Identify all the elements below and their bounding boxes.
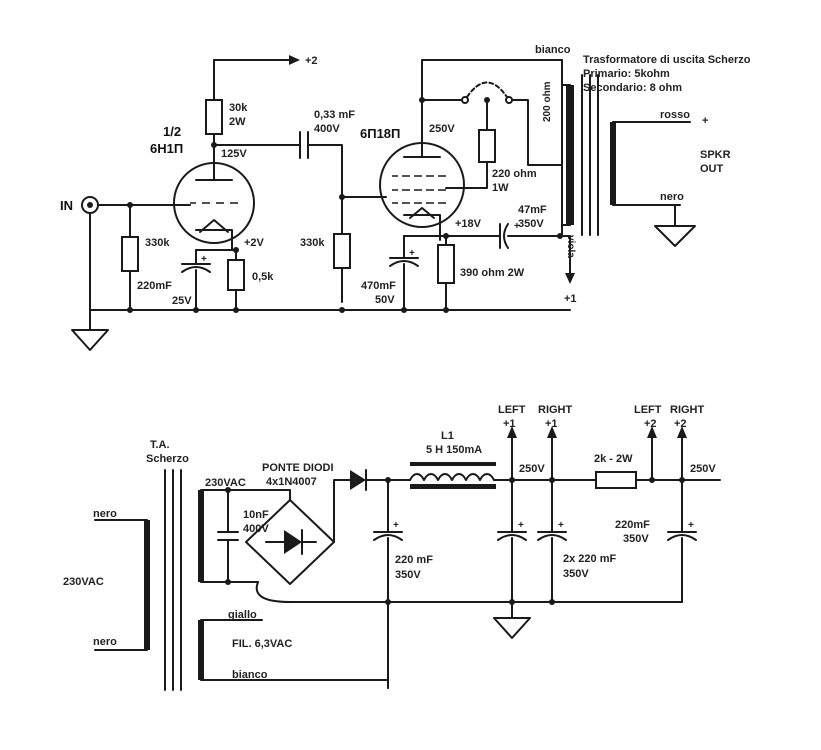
v-250-a: 250V: [519, 463, 545, 475]
left-plus1-2: +1: [503, 418, 516, 430]
input-label: IN: [60, 198, 73, 213]
rosso-label: rosso: [660, 109, 690, 121]
power-supply-stage: T.A. Scherzo nero 230VAC nero 230VAC 10n…: [63, 404, 721, 691]
c-res2-voltage: 350V: [563, 568, 589, 580]
c-cathode2-plus: +: [409, 248, 415, 259]
dropping-resistor-2k: [595, 471, 637, 489]
c-res1-plus: +: [393, 520, 399, 531]
c-cathode2-voltage: 50V: [375, 294, 395, 306]
ground-symbol-2: [654, 225, 696, 247]
tube2-plate-voltage: 250V: [429, 123, 455, 135]
spkr-plus: +: [702, 115, 708, 127]
primary-230vac: 230VAC: [63, 576, 104, 588]
right-plus2-1: RIGHT: [670, 404, 705, 416]
nero-out-label: nero: [660, 191, 684, 203]
ta-label-2: Scherzo: [146, 453, 189, 465]
giallo-label: giallo: [228, 609, 257, 621]
c-out-value: 47mF: [518, 204, 547, 216]
grid-resistor-330k-2: [333, 233, 351, 269]
plus1-bottom-label: +1: [564, 293, 577, 305]
right-plus1-1: RIGHT: [538, 404, 573, 416]
c-out-voltage: 350V: [518, 218, 544, 230]
ot-200ohm-label: 200 ohm: [542, 81, 553, 122]
c-res3-voltage: 350V: [623, 533, 649, 545]
cathode-resistor-0-5k: [227, 259, 245, 291]
coupling-cap-voltage: 400V: [314, 123, 340, 135]
left-plus2-2: +2: [644, 418, 657, 430]
r-grid1-label: 330k: [145, 237, 170, 249]
c-cathode1-plus: +: [201, 254, 207, 265]
r-grid2-label: 330k: [300, 237, 325, 249]
c-res1-voltage: 350V: [395, 569, 421, 581]
tube2-name: 6П18П: [360, 126, 400, 141]
left-plus2-1: LEFT: [634, 404, 662, 416]
bridge-label-1: PONTE DIODI: [262, 462, 334, 474]
plus2-top-label: +2: [305, 55, 318, 67]
ot-secondary: Secondario: 8 ohm: [583, 82, 682, 94]
screen-resistor-220ohm: [478, 129, 496, 163]
c-cathode1-voltage: 25V: [172, 295, 192, 307]
pentode-tube-6p18p: [379, 99, 465, 231]
triode-tube-6n1p: [173, 162, 255, 244]
spkr-out-2: OUT: [700, 163, 724, 175]
cathode2-voltage: +18V: [455, 218, 482, 230]
ground-symbol-3: [493, 617, 531, 639]
r-drop-label: 2k - 2W: [594, 453, 633, 465]
fil-label: FIL. 6,3VAC: [232, 638, 292, 650]
ground-symbol-1: [71, 329, 109, 351]
v-250-b: 250V: [690, 463, 716, 475]
c-res3-plus: +: [688, 520, 694, 531]
c-res2a-plus: +: [518, 520, 524, 531]
c-cathode2-value: 470mF: [361, 280, 396, 292]
tube1-plate-voltage: 125V: [221, 148, 247, 160]
c-res1-value: 220 mF: [395, 554, 433, 566]
secondary-230vac: 230VAC: [205, 477, 246, 489]
c-snub-value: 10nF: [243, 509, 269, 521]
spkr-out-1: SPKR: [700, 149, 731, 161]
amplifier-stage: +2 30k 2W 1/2 6Н1П 125V 0,33 mF 400V IN: [60, 44, 751, 351]
choke-inductor-l1: [409, 462, 496, 489]
cathode-resistor-390ohm: [437, 244, 455, 284]
l1-label-2: 5 H 150mA: [426, 444, 482, 456]
r-plate1-power: 2W: [229, 116, 246, 128]
c-out-plus: +: [514, 221, 520, 232]
viola-label: viola: [565, 235, 576, 258]
mains-transformer: [94, 469, 204, 691]
grid-resistor-330k-1: [121, 236, 139, 272]
bianco-fil-label: bianco: [232, 669, 268, 681]
c-res2-value: 2x 220 mF: [563, 553, 616, 565]
bridge-label-2: 4x1N4007: [266, 476, 317, 488]
right-plus2-2: +2: [674, 418, 687, 430]
nero-primary-1: nero: [93, 508, 117, 520]
r-cathode2-label: 390 ohm 2W: [460, 267, 525, 279]
r-plate1-value: 30k: [229, 102, 248, 114]
tube1-half: 1/2: [163, 124, 181, 139]
plate-resistor-30k: [205, 99, 223, 135]
c-cathode1-value: 220mF: [137, 280, 172, 292]
tube1-name: 6Н1П: [150, 141, 183, 156]
cathode1-voltage: +2V: [244, 237, 265, 249]
c-res3-value: 220mF: [615, 519, 650, 531]
output-transformer: [561, 59, 691, 237]
diode-bridge: [245, 499, 335, 585]
l1-label-1: L1: [441, 430, 454, 442]
left-plus1-1: LEFT: [498, 404, 526, 416]
ot-primary: Primario: 5kohm: [583, 68, 670, 80]
bianco-top-label: bianco: [535, 44, 571, 56]
right-plus1-2: +1: [545, 418, 558, 430]
ot-title: Trasformatore di uscita Scherzo: [583, 54, 751, 66]
r-cathode1-label: 0,5k: [252, 271, 274, 283]
c-res2b-plus: +: [558, 520, 564, 531]
nero-primary-2: nero: [93, 636, 117, 648]
r-g2-value: 220 ohm: [492, 168, 537, 180]
r-g2-power: 1W: [492, 182, 509, 194]
coupling-cap-value: 0,33 mF: [314, 109, 355, 121]
ta-label-1: T.A.: [150, 439, 170, 451]
